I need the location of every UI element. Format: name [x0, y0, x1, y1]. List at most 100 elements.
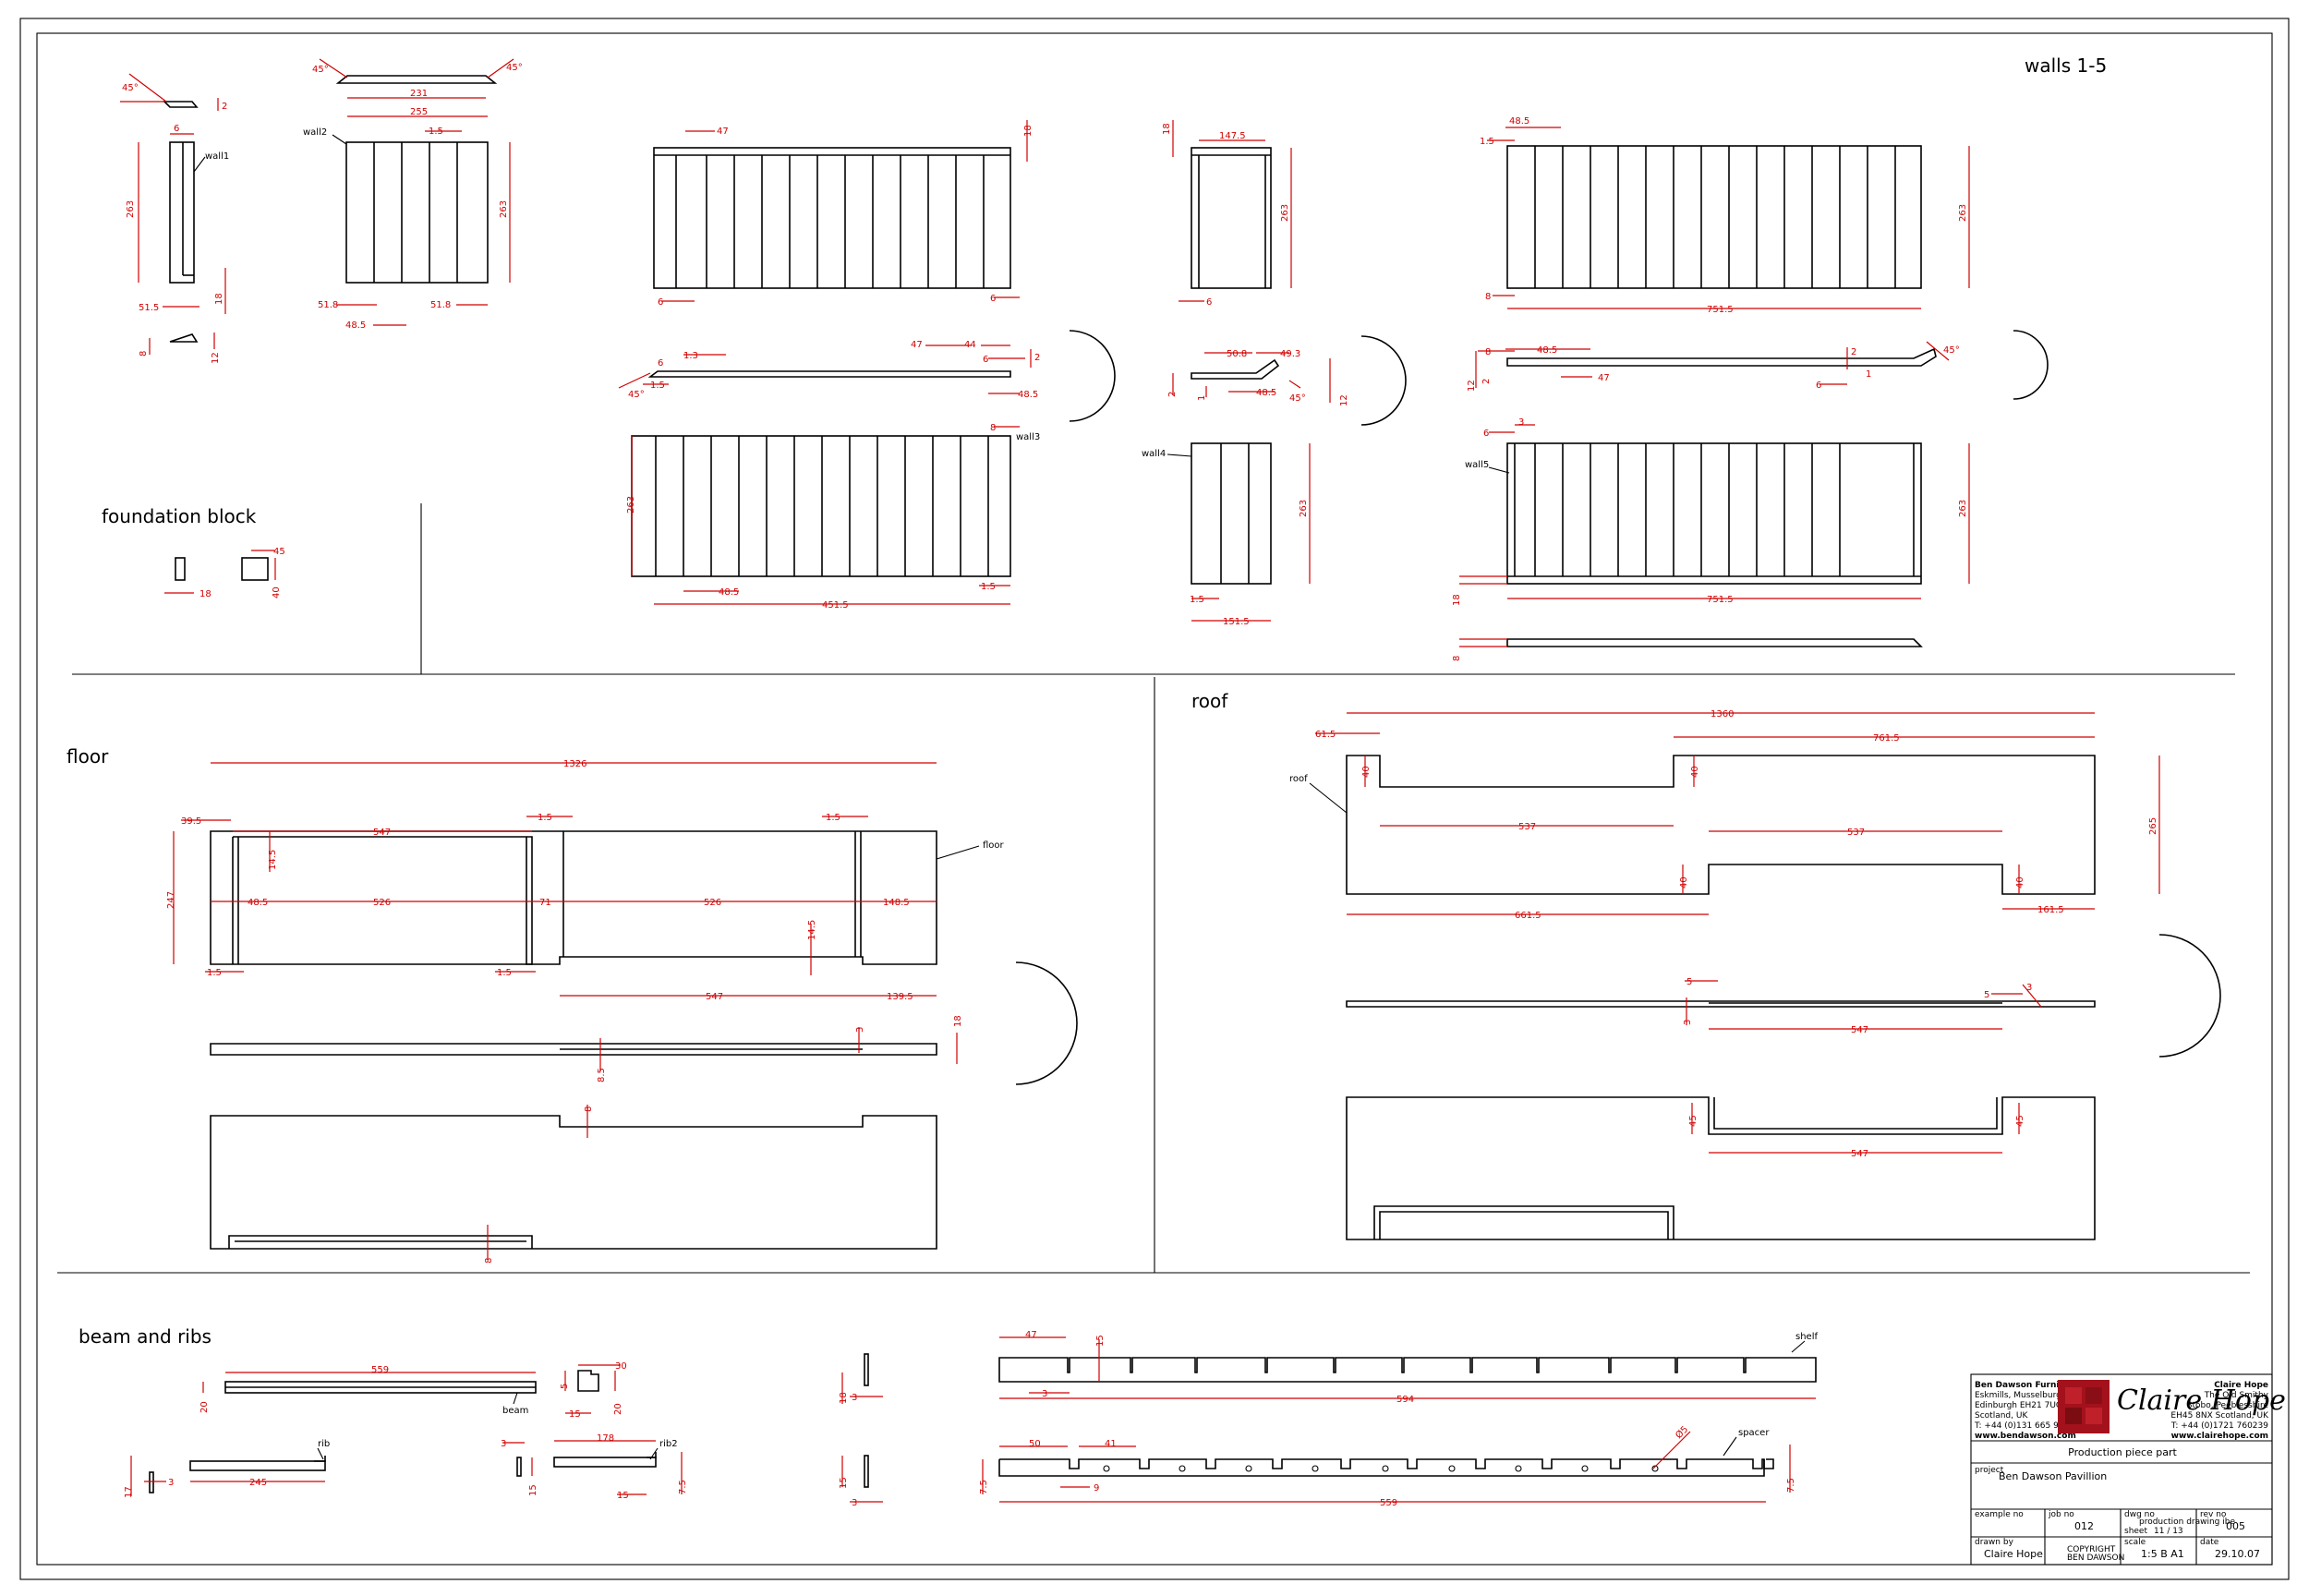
svg-text:45°: 45°	[312, 65, 329, 75]
svg-text:8: 8	[584, 1106, 594, 1112]
svg-text:8: 8	[990, 423, 996, 433]
svg-text:247: 247	[166, 891, 176, 909]
svg-text:263: 263	[126, 200, 136, 218]
svg-text:005: 005	[2226, 1520, 2245, 1532]
svg-text:3: 3	[1042, 1389, 1047, 1399]
svg-text:5: 5	[1686, 977, 1692, 987]
section-floor: floor	[66, 745, 109, 768]
inner-border	[36, 32, 2273, 1566]
svg-text:45: 45	[1688, 1115, 1699, 1127]
svg-text:production drawing ibe: production drawing ibe	[2139, 1517, 2235, 1527]
svg-text:11 / 13: 11 / 13	[2154, 1527, 2183, 1536]
svg-text:40: 40	[272, 586, 282, 598]
svg-text:51.5: 51.5	[139, 303, 159, 313]
svg-text:8: 8	[139, 351, 149, 357]
svg-text:20: 20	[613, 1403, 623, 1415]
svg-text:spacer: spacer	[1738, 1428, 1770, 1438]
section-foundation: foundation block	[102, 505, 257, 527]
outer-border	[19, 18, 2290, 1580]
svg-text:1326: 1326	[563, 759, 586, 769]
wall2-drawing: 45° 45° 231 255 wall2 1.5 263 51.8 48.5 …	[303, 58, 523, 331]
svg-text:40: 40	[1690, 766, 1700, 778]
svg-text:263: 263	[499, 200, 509, 218]
svg-text:floor: floor	[983, 840, 1005, 851]
svg-text:18: 18	[1023, 125, 1034, 137]
svg-text:263: 263	[1958, 500, 1968, 517]
svg-text:1.5: 1.5	[497, 968, 512, 978]
svg-text:48.5: 48.5	[719, 587, 739, 598]
svg-text:2: 2	[1851, 347, 1856, 357]
svg-text:rib2: rib2	[659, 1439, 678, 1449]
svg-text:project: project	[1975, 1466, 2004, 1475]
svg-text:559: 559	[1380, 1498, 1397, 1508]
svg-text:Claire Hope: Claire Hope	[1984, 1548, 2043, 1560]
svg-text:30: 30	[615, 1361, 627, 1372]
svg-text:1.3: 1.3	[683, 351, 698, 361]
svg-text:761.5: 761.5	[1873, 733, 1900, 744]
svg-text:45°: 45°	[1289, 393, 1306, 404]
svg-text:012: 012	[2074, 1520, 2094, 1532]
svg-text:15: 15	[617, 1491, 629, 1501]
svg-text:Production piece part: Production piece part	[2068, 1446, 2177, 1458]
svg-text:15: 15	[1095, 1335, 1106, 1347]
svg-text:547: 547	[1851, 1025, 1868, 1035]
svg-text:537: 537	[1847, 828, 1865, 838]
svg-text:1: 1	[1197, 395, 1207, 401]
spacer-drawing: 50 41 9 559 7.5 7.5 Ø5 spacer	[979, 1424, 1796, 1508]
svg-text:Edinburgh EH21 7UQ: Edinburgh EH21 7UQ	[1975, 1401, 2062, 1410]
svg-text:8: 8	[1485, 347, 1491, 357]
svg-text:178: 178	[597, 1433, 614, 1444]
svg-text:41: 41	[1105, 1439, 1117, 1449]
svg-text:3: 3	[168, 1478, 174, 1488]
svg-text:2: 2	[222, 102, 227, 112]
svg-text:9: 9	[1094, 1483, 1099, 1493]
svg-text:6: 6	[1483, 429, 1489, 439]
svg-text:594: 594	[1396, 1395, 1414, 1405]
svg-text:3: 3	[852, 1498, 857, 1508]
svg-text:12: 12	[1467, 380, 1477, 392]
svg-text:1.5: 1.5	[1190, 595, 1204, 605]
svg-text:roof: roof	[1289, 774, 1308, 784]
svg-text:Ben Dawson Pavillion: Ben Dawson Pavillion	[1999, 1470, 2107, 1482]
svg-text:example no: example no	[1975, 1510, 2024, 1519]
svg-text:7.5: 7.5	[1786, 1478, 1796, 1493]
title-block: Ben Dawson Furniture Eskmills, Musselbur…	[1970, 1373, 2286, 1566]
svg-text:547: 547	[706, 992, 723, 1002]
svg-text:18: 18	[1162, 123, 1172, 135]
svg-text:date: date	[2200, 1538, 2219, 1547]
svg-text:50: 50	[1029, 1439, 1041, 1449]
svg-text:T: +44 (0)1721 760239: T: +44 (0)1721 760239	[2170, 1421, 2268, 1431]
svg-text:29.10.07: 29.10.07	[2215, 1548, 2260, 1560]
beam-ribs-drawing: 559 20 beam rib 245 17 3 30 5 20 15 3 15	[124, 1353, 883, 1508]
svg-text:48.5: 48.5	[1537, 345, 1557, 356]
svg-text:5: 5	[1984, 990, 1989, 1000]
svg-text:8: 8	[1485, 292, 1491, 302]
svg-text:www.bendawson.com: www.bendawson.com	[1975, 1432, 2076, 1441]
svg-text:3: 3	[855, 1027, 865, 1033]
wall4-drawing: 147.5 18 263 6 50.8 49.3 2 1 48.5 45° 12…	[1142, 120, 1407, 627]
svg-text:1.5: 1.5	[826, 813, 840, 823]
svg-text:rib: rib	[318, 1439, 330, 1449]
svg-text:wall3: wall3	[1016, 432, 1040, 442]
svg-text:3: 3	[852, 1393, 857, 1403]
svg-text:18: 18	[1452, 594, 1462, 606]
svg-text:451.5: 451.5	[822, 600, 849, 611]
svg-text:45°: 45°	[506, 63, 523, 73]
svg-text:1:5 B A1: 1:5 B A1	[2141, 1548, 2184, 1560]
svg-text:1: 1	[1866, 369, 1871, 380]
svg-text:40: 40	[2015, 877, 2025, 889]
svg-text:8.5: 8.5	[597, 1068, 607, 1082]
svg-text:45°: 45°	[122, 83, 139, 93]
svg-text:48.5: 48.5	[345, 320, 366, 331]
svg-text:BEN DAWSON: BEN DAWSON	[2067, 1554, 2124, 1563]
svg-text:scale: scale	[2124, 1538, 2146, 1547]
svg-text:231: 231	[410, 89, 428, 99]
svg-text:47: 47	[1598, 373, 1610, 383]
svg-text:547: 547	[373, 828, 391, 838]
svg-text:526: 526	[704, 898, 721, 908]
svg-text:1.5: 1.5	[207, 968, 222, 978]
svg-text:1.5: 1.5	[1480, 137, 1494, 147]
tb-left-company: Ben Dawson Furniture	[1975, 1381, 2079, 1390]
svg-text:12: 12	[1339, 394, 1349, 406]
